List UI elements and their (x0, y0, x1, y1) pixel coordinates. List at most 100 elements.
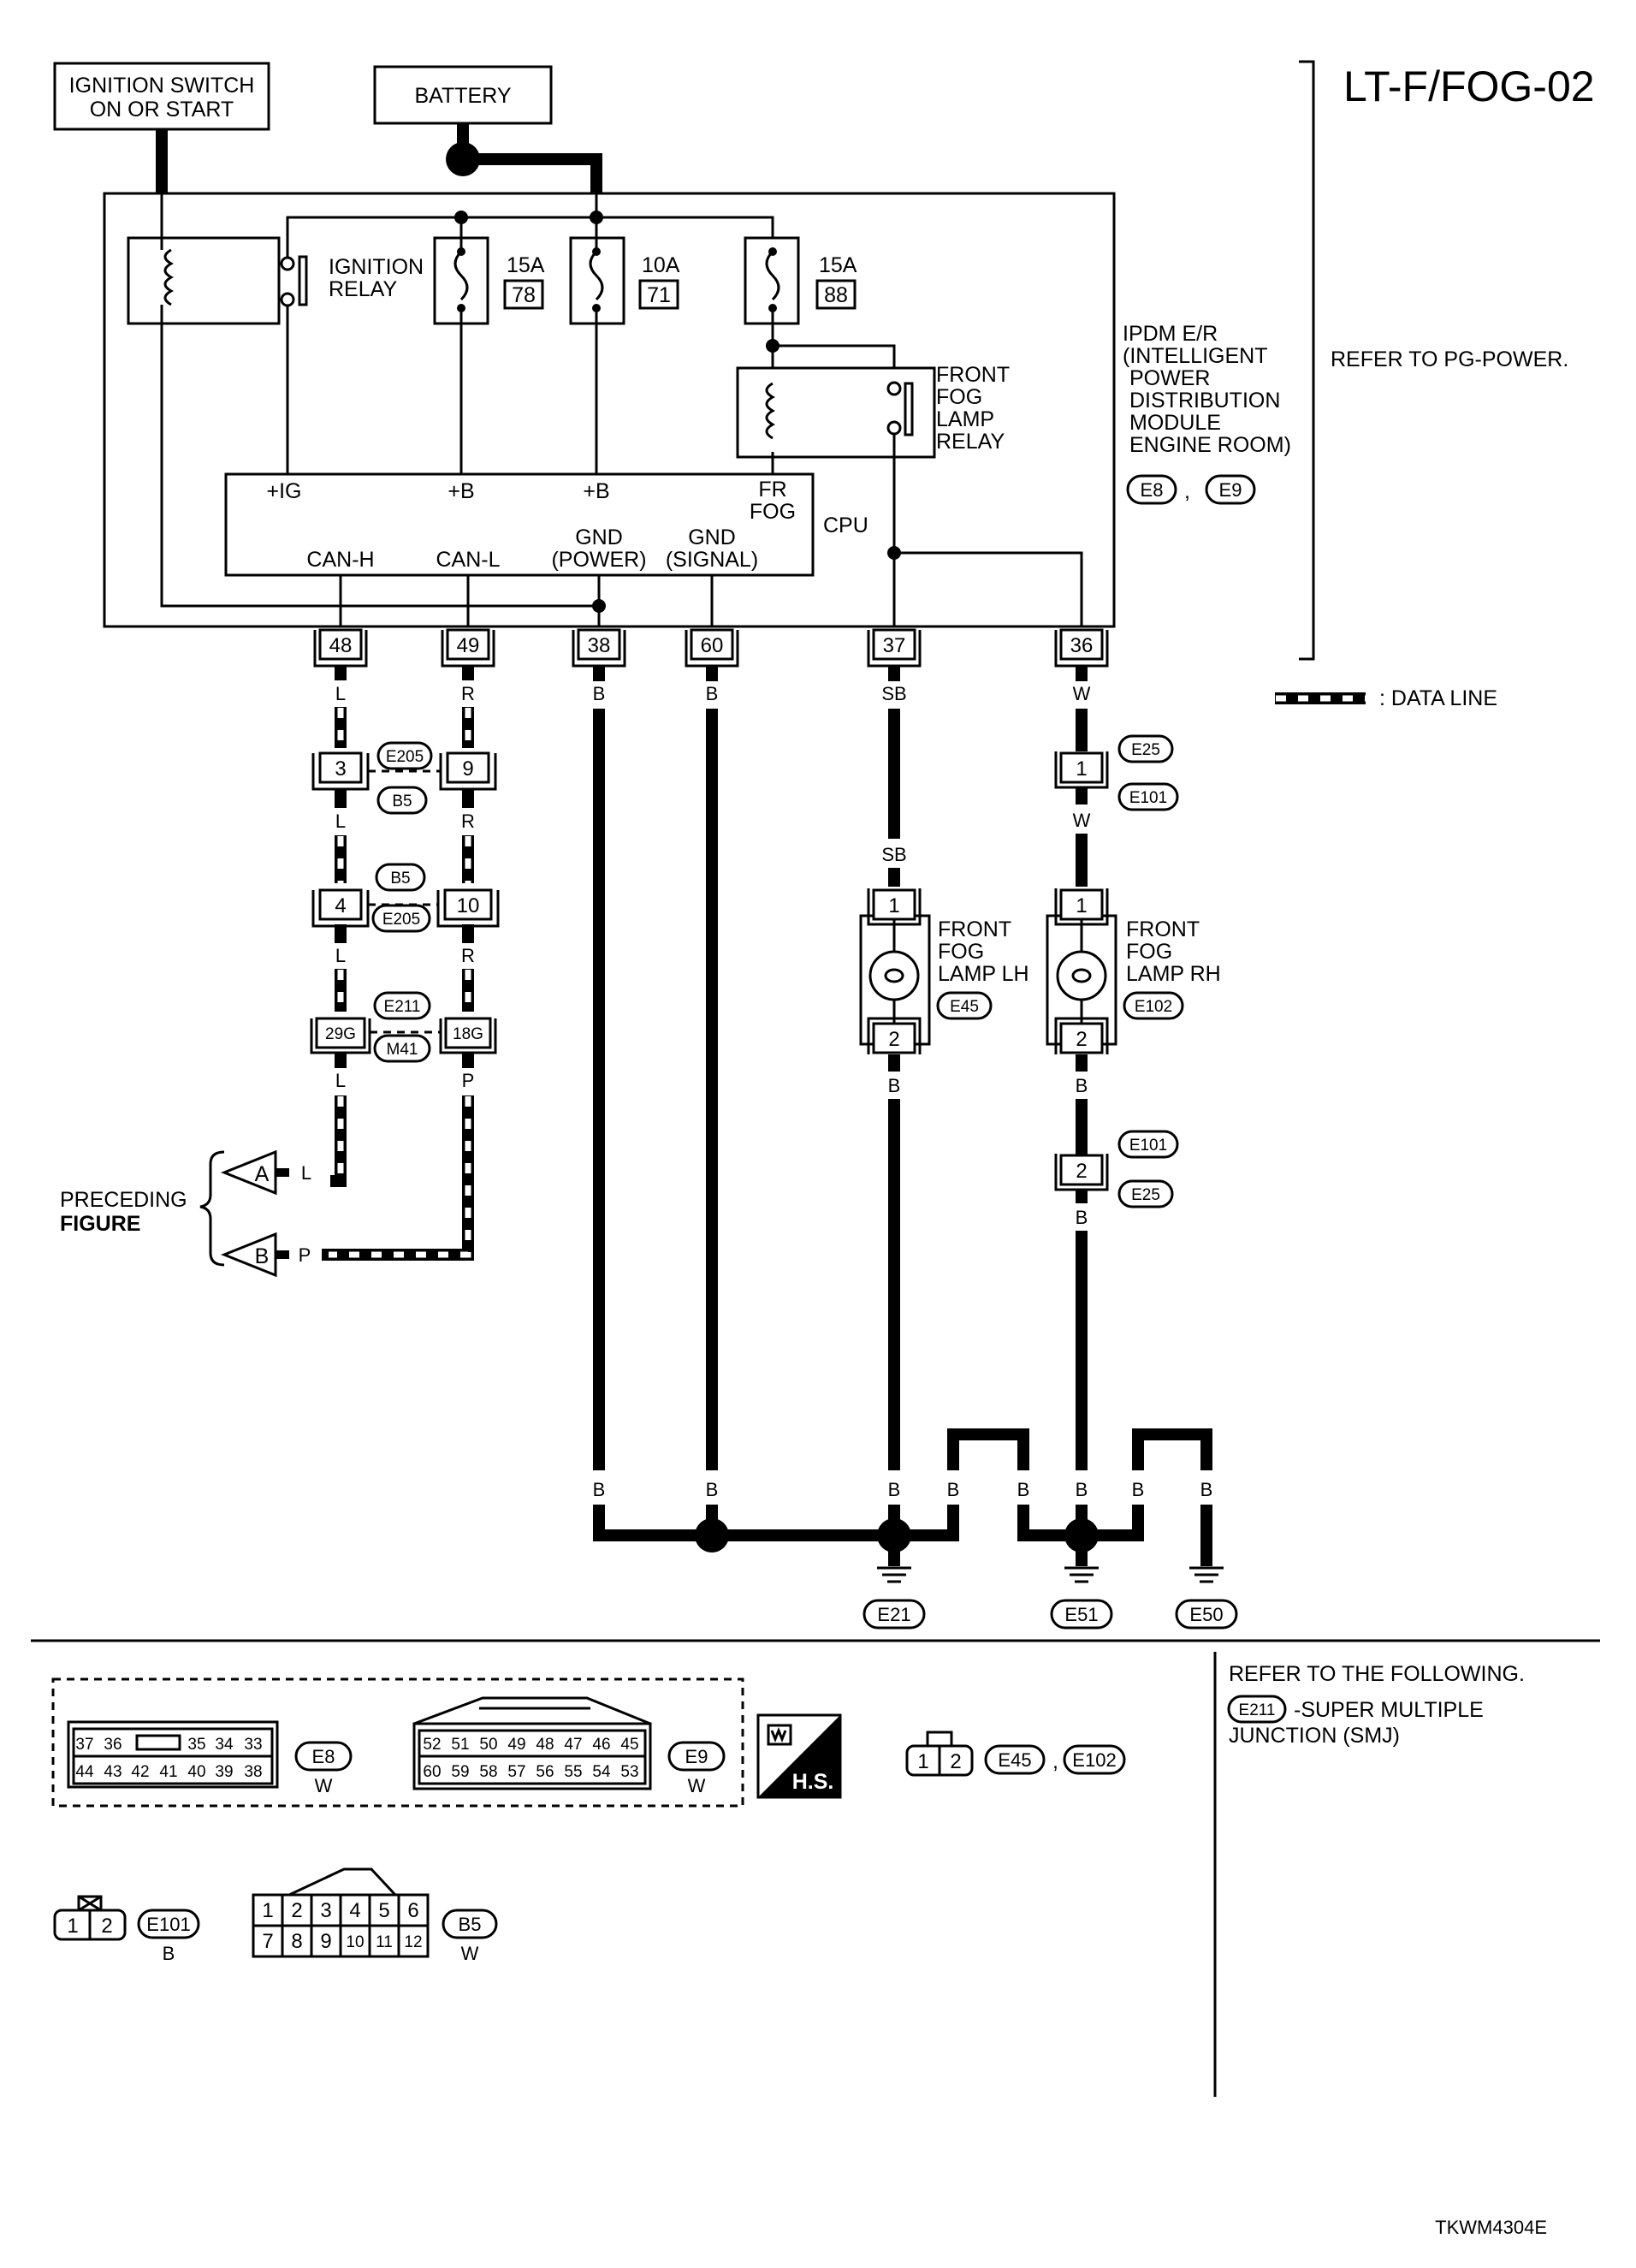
svg-text:48: 48 (329, 634, 353, 657)
fog-lh-wire: SB SB (881, 666, 907, 887)
svg-text:SB: SB (881, 683, 906, 704)
svg-text:B: B (163, 1943, 175, 1964)
diagram-id: LT-F/FOG-02 (1343, 62, 1595, 110)
svg-text:46: 46 (592, 1736, 610, 1754)
svg-text:37: 37 (883, 634, 906, 657)
footer-code: TKWM4304E (1435, 2217, 1547, 2238)
svg-text:58: 58 (479, 1763, 497, 1781)
svg-text:FRONT: FRONT (936, 363, 1010, 387)
svg-text:2: 2 (950, 1750, 961, 1773)
svg-text:E205: E205 (386, 748, 424, 766)
svg-text:36: 36 (1070, 634, 1094, 657)
svg-text:37: 37 (75, 1736, 93, 1754)
svg-text:29G: 29G (325, 1025, 356, 1043)
svg-text:9: 9 (320, 1930, 331, 1953)
svg-text:E211: E211 (1239, 1701, 1276, 1719)
svg-text:E101: E101 (1129, 789, 1167, 807)
svg-text:FOG: FOG (936, 385, 982, 409)
svg-text:57: 57 (507, 1763, 525, 1781)
svg-text:34: 34 (215, 1736, 234, 1754)
battery-feed-wire (463, 153, 602, 193)
svg-text:GND: GND (575, 525, 623, 549)
svg-text:H.S.: H.S. (792, 1770, 834, 1794)
svg-text:71: 71 (647, 283, 671, 307)
svg-text:SB: SB (881, 844, 906, 865)
svg-text:38: 38 (588, 634, 611, 657)
ignition-coil-ground-wire (160, 305, 599, 608)
connector-e45-e102: 1 2 E45 , E102 (905, 1731, 1126, 1777)
ipdm-bracket (1299, 60, 1315, 661)
svg-text:1: 1 (262, 1899, 273, 1922)
svg-text:42: 42 (131, 1763, 149, 1781)
svg-text:7: 7 (262, 1930, 273, 1953)
svg-text:FIGURE: FIGURE (60, 1212, 140, 1236)
refer-following: REFER TO THE FOLLOWING. E211 -SUPER MULT… (1227, 1662, 1525, 1748)
svg-text:4: 4 (349, 1899, 360, 1922)
svg-text:ENGINE ROOM): ENGINE ROOM) (1129, 433, 1291, 457)
svg-text:E9: E9 (685, 1746, 708, 1767)
svg-text:41: 41 (159, 1763, 177, 1781)
svg-text:88: 88 (824, 283, 848, 307)
svg-text:E45: E45 (950, 998, 979, 1016)
svg-text:IGNITION: IGNITION (329, 255, 424, 279)
svg-text:BATTERY: BATTERY (415, 84, 512, 108)
svg-text:E9: E9 (1219, 479, 1242, 501)
svg-text:GND: GND (688, 525, 736, 549)
svg-text:52: 52 (423, 1736, 441, 1754)
svg-text:LAMP RH: LAMP RH (1126, 962, 1221, 986)
svg-text:54: 54 (592, 1763, 611, 1781)
svg-text:E8: E8 (312, 1746, 335, 1767)
connector-e101: 1 2 E101 B (53, 1895, 200, 1964)
svg-text:2: 2 (291, 1899, 302, 1922)
svg-text:DISTRIBUTION: DISTRIBUTION (1129, 389, 1280, 413)
svg-text:R: R (461, 945, 475, 966)
svg-text:E51: E51 (1064, 1604, 1098, 1625)
fog-lh-ground-label: B (888, 1075, 901, 1096)
svg-text:44: 44 (75, 1763, 94, 1781)
svg-text:W: W (1073, 683, 1091, 704)
svg-text:MODULE: MODULE (1129, 411, 1221, 435)
svg-text:IPDM E/R: IPDM E/R (1123, 322, 1218, 346)
svg-text:P: P (299, 1244, 311, 1266)
svg-text:B5: B5 (390, 870, 410, 888)
svg-text:6: 6 (407, 1899, 418, 1922)
svg-text:45: 45 (620, 1736, 638, 1754)
svg-text:2: 2 (888, 1028, 899, 1051)
svg-text:10: 10 (346, 1933, 364, 1951)
svg-text:CAN-L: CAN-L (436, 548, 500, 572)
fog-rh-ground-wire: B 2 E101 E25 B (1054, 1054, 1179, 1470)
svg-text:RELAY: RELAY (329, 277, 397, 301)
svg-text:W: W (461, 1943, 479, 1964)
ground-bus: B B B B B B B B E21 E51 E50 (593, 1428, 1238, 1630)
svg-text:E211: E211 (384, 998, 421, 1016)
svg-text:RELAY: RELAY (936, 430, 1005, 454)
svg-text:B: B (706, 1479, 719, 1500)
svg-text:E101: E101 (1129, 1137, 1167, 1155)
can-l-wire: R R R P (322, 666, 475, 1261)
svg-text:FOG: FOG (750, 500, 796, 524)
svg-text:B: B (1200, 1479, 1213, 1500)
svg-text:40: 40 (187, 1763, 205, 1781)
svg-text:4: 4 (335, 894, 346, 917)
svg-text:59: 59 (451, 1763, 469, 1781)
svg-text:PRECEDING: PRECEDING (60, 1188, 187, 1212)
svg-text:1: 1 (1076, 894, 1087, 917)
svg-text:1: 1 (67, 1915, 78, 1938)
svg-text:47: 47 (564, 1736, 582, 1754)
svg-text:15A: 15A (507, 253, 545, 277)
svg-text:E205: E205 (382, 911, 420, 929)
svg-text:FRONT: FRONT (938, 917, 1011, 941)
svg-text:49: 49 (507, 1736, 525, 1754)
svg-text:18G: 18G (453, 1025, 483, 1043)
svg-text:B: B (1017, 1479, 1030, 1500)
svg-text:49: 49 (457, 634, 480, 657)
svg-text:(POWER): (POWER) (551, 548, 646, 572)
svg-text:E21: E21 (877, 1604, 910, 1625)
svg-text:W: W (1073, 810, 1091, 831)
svg-text:53: 53 (620, 1763, 638, 1781)
svg-text:FR: FR (758, 478, 786, 502)
svg-text:L: L (335, 683, 346, 704)
svg-text:9: 9 (462, 757, 473, 781)
svg-text:33: 33 (244, 1736, 262, 1754)
